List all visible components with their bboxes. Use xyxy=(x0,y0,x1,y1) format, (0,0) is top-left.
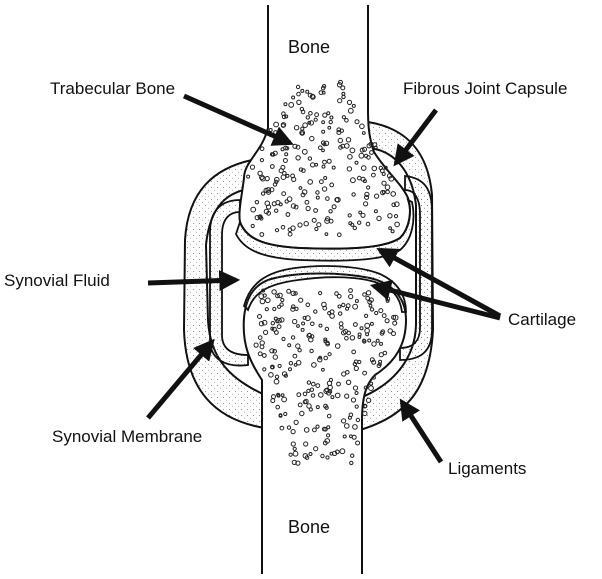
label-cartilage: Cartilage xyxy=(508,311,576,328)
label-trabecular-bone: Trabecular Bone xyxy=(50,80,175,97)
arrow-synovial-fluid xyxy=(148,280,236,283)
label-bone-bottom: Bone xyxy=(288,518,330,536)
trabecular-pore xyxy=(370,382,373,385)
trabecular-pore xyxy=(369,386,374,391)
label-synovial-fluid: Synovial Fluid xyxy=(4,272,110,289)
arrow-ligaments xyxy=(402,402,441,462)
label-ligaments: Ligaments xyxy=(448,460,526,477)
label-synovial-membrane: Synovial Membrane xyxy=(52,428,202,445)
label-fibrous-joint-capsule: Fibrous Joint Capsule xyxy=(403,80,567,97)
label-bone-top: Bone xyxy=(288,38,330,56)
